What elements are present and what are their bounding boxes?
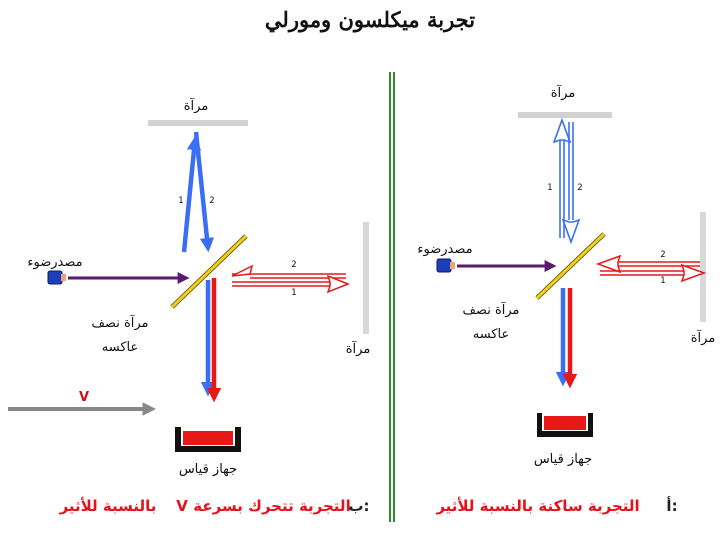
- left-hbeam-label-1: 1: [291, 288, 296, 298]
- left-hbeam-arrow-left: [231, 264, 254, 277]
- left-panel: مرآة مرآة 1 2 2 1 مصدرضوء مرآة نصف عاكسه: [8, 97, 370, 515]
- right-panel: مرآة مرآة 1 2 2 1 مصدرضوء: [417, 84, 715, 515]
- right-vbeam: [552, 117, 581, 245]
- left-caption-v: V: [176, 497, 188, 515]
- right-vbeam-label-2: 2: [577, 183, 582, 193]
- right-half-mirror: [535, 232, 606, 300]
- left-detector-label: جهاز قياس: [179, 462, 237, 477]
- right-light-source-icon: [436, 258, 452, 273]
- panel-divider: [389, 72, 395, 522]
- left-hbeam-label-2: 2: [291, 260, 296, 270]
- right-hbeam: [595, 254, 707, 283]
- right-side-mirror-label: مرآة: [691, 329, 716, 346]
- left-source-label: مصدرضوء: [27, 255, 82, 270]
- right-source-label: مصدرضوء: [417, 242, 472, 257]
- velocity-label: V: [79, 390, 89, 405]
- left-side-mirror: [363, 222, 369, 334]
- right-caption-prefix: أ:: [666, 496, 677, 515]
- diagram-title: تجربة ميكلسون ومورلي: [265, 7, 475, 33]
- left-caption-suffix: بالنسبة للأثير: [59, 497, 157, 515]
- right-half-mirror-label-2: عاكسه: [473, 327, 509, 342]
- right-detector-label: جهاز قياس: [534, 452, 592, 467]
- left-half-mirror-label-1: مرآة نصف: [91, 314, 148, 331]
- left-half-mirror-label-2: عاكسه: [102, 340, 138, 355]
- right-top-mirror-label: مرآة: [551, 84, 576, 101]
- left-caption: بالنسبة للأثير: [59, 497, 157, 515]
- left-side-mirror-label: مرآة: [346, 340, 371, 357]
- left-caption-text: التجربة تتحرك بسرعة: [193, 497, 350, 515]
- right-hbeam-label-2: 2: [660, 250, 665, 260]
- left-detector: [175, 427, 241, 452]
- right-detector: [537, 413, 593, 437]
- right-side-mirror: [700, 212, 706, 322]
- left-vbeam-label-1: 1: [178, 196, 183, 206]
- left-half-mirror: [170, 234, 248, 309]
- left-vbeam-label-2: 2: [209, 196, 214, 206]
- left-beam-down: [193, 131, 215, 253]
- right-top-mirror: [518, 112, 612, 118]
- right-hbeam-label-1: 1: [660, 276, 665, 286]
- right-vbeam-label-1: 1: [547, 183, 552, 193]
- left-hbeam-arrow-right: [326, 274, 351, 294]
- right-caption-text: التجربة ساكنة بالنسبة للأثير: [435, 497, 639, 515]
- left-light-source-icon: [47, 270, 63, 285]
- left-top-mirror: [148, 120, 248, 126]
- left-top-mirror-label: مرآة: [184, 97, 209, 114]
- left-caption-prefix: ب:: [348, 497, 369, 515]
- right-half-mirror-label-1: مرآة نصف: [462, 301, 519, 318]
- left-beam-up: [181, 135, 202, 253]
